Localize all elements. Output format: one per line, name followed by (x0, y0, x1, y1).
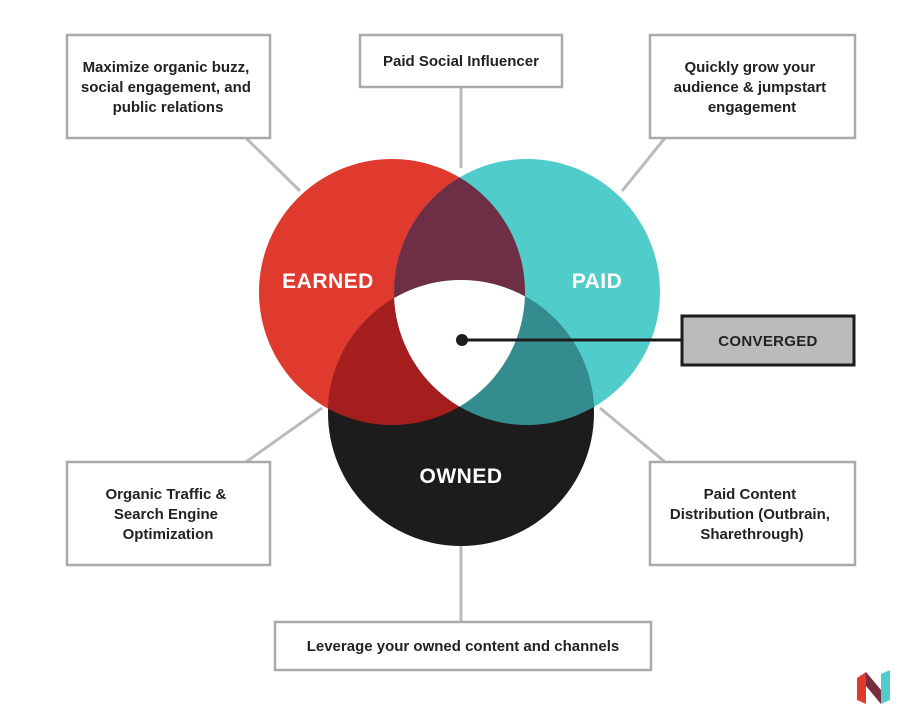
box-paid-owned: Paid Content Distribution (Outbrain, Sha… (648, 460, 857, 567)
box-paid-outer-line: engagement (708, 99, 796, 116)
box-earned-owned-line: Organic Traffic & (105, 486, 226, 503)
connector-paid-owned (599, 406, 666, 464)
box-paid-owned-line: Paid Content (704, 486, 797, 503)
box-owned-outer: Leverage your owned content and channels (273, 620, 653, 672)
logo-teal-shape (881, 670, 890, 704)
box-paid-outer-line: audience & jumpstart (674, 79, 827, 96)
box-earned-outer-line: Maximize organic buzz, (83, 59, 250, 76)
box-paid-owned-line: Distribution (Outbrain, (670, 506, 830, 523)
earned-label: EARNED (282, 270, 374, 293)
connector-earned-owned (245, 406, 323, 464)
svg-text:Leverage your owned content an: Leverage your owned content and channels (307, 638, 620, 655)
owned-label: OWNED (420, 465, 503, 488)
logo-dark-shape (866, 672, 881, 704)
box-paid-outer: Quickly grow your audience & jumpstart e… (648, 33, 857, 140)
box-earned-owned-line: Optimization (123, 526, 214, 543)
box-paid-owned-line: Sharethrough) (700, 526, 803, 543)
box-earned-owned-line: Search Engine (114, 506, 218, 523)
box-paid-outer-line: Quickly grow your (684, 59, 815, 76)
box-earned-outer-line: public relations (113, 99, 224, 116)
svg-text:Paid Content Distributio: Paid Content Distribution (Outbrain, Sha… (670, 486, 834, 543)
svg-text:Organic Traffic & Search: Organic Traffic & Search Engine Optimiza… (105, 486, 230, 543)
converged-label: CONVERGED (718, 333, 817, 350)
box-earned-outer-line: social engagement, and (81, 79, 251, 96)
box-earned-paid: Paid Social Influencer (358, 33, 564, 89)
svg-text:Paid Social Influencer: Paid Social Influencer (383, 53, 539, 70)
connector-earned-outer (244, 136, 302, 193)
svg-text:Maximize organic buzz, s: Maximize organic buzz, social engagement… (81, 59, 255, 116)
box-earned-owned: Organic Traffic & Search Engine Optimiza… (65, 460, 272, 567)
logo-red-shape (857, 672, 866, 704)
paid-label: PAID (572, 270, 623, 293)
box-earned-paid-line: Paid Social Influencer (383, 53, 539, 70)
connector-paid-outer (620, 137, 667, 192)
box-owned-outer-line: Leverage your owned content and channels (307, 638, 620, 655)
brand-logo (857, 670, 890, 704)
connector-lines (244, 88, 667, 622)
converged-box (680, 314, 856, 367)
box-earned-outer: Maximize organic buzz, social engagement… (65, 33, 272, 140)
svg-text:Quickly grow your audien: Quickly grow your audience & jumpstart e… (674, 59, 831, 116)
